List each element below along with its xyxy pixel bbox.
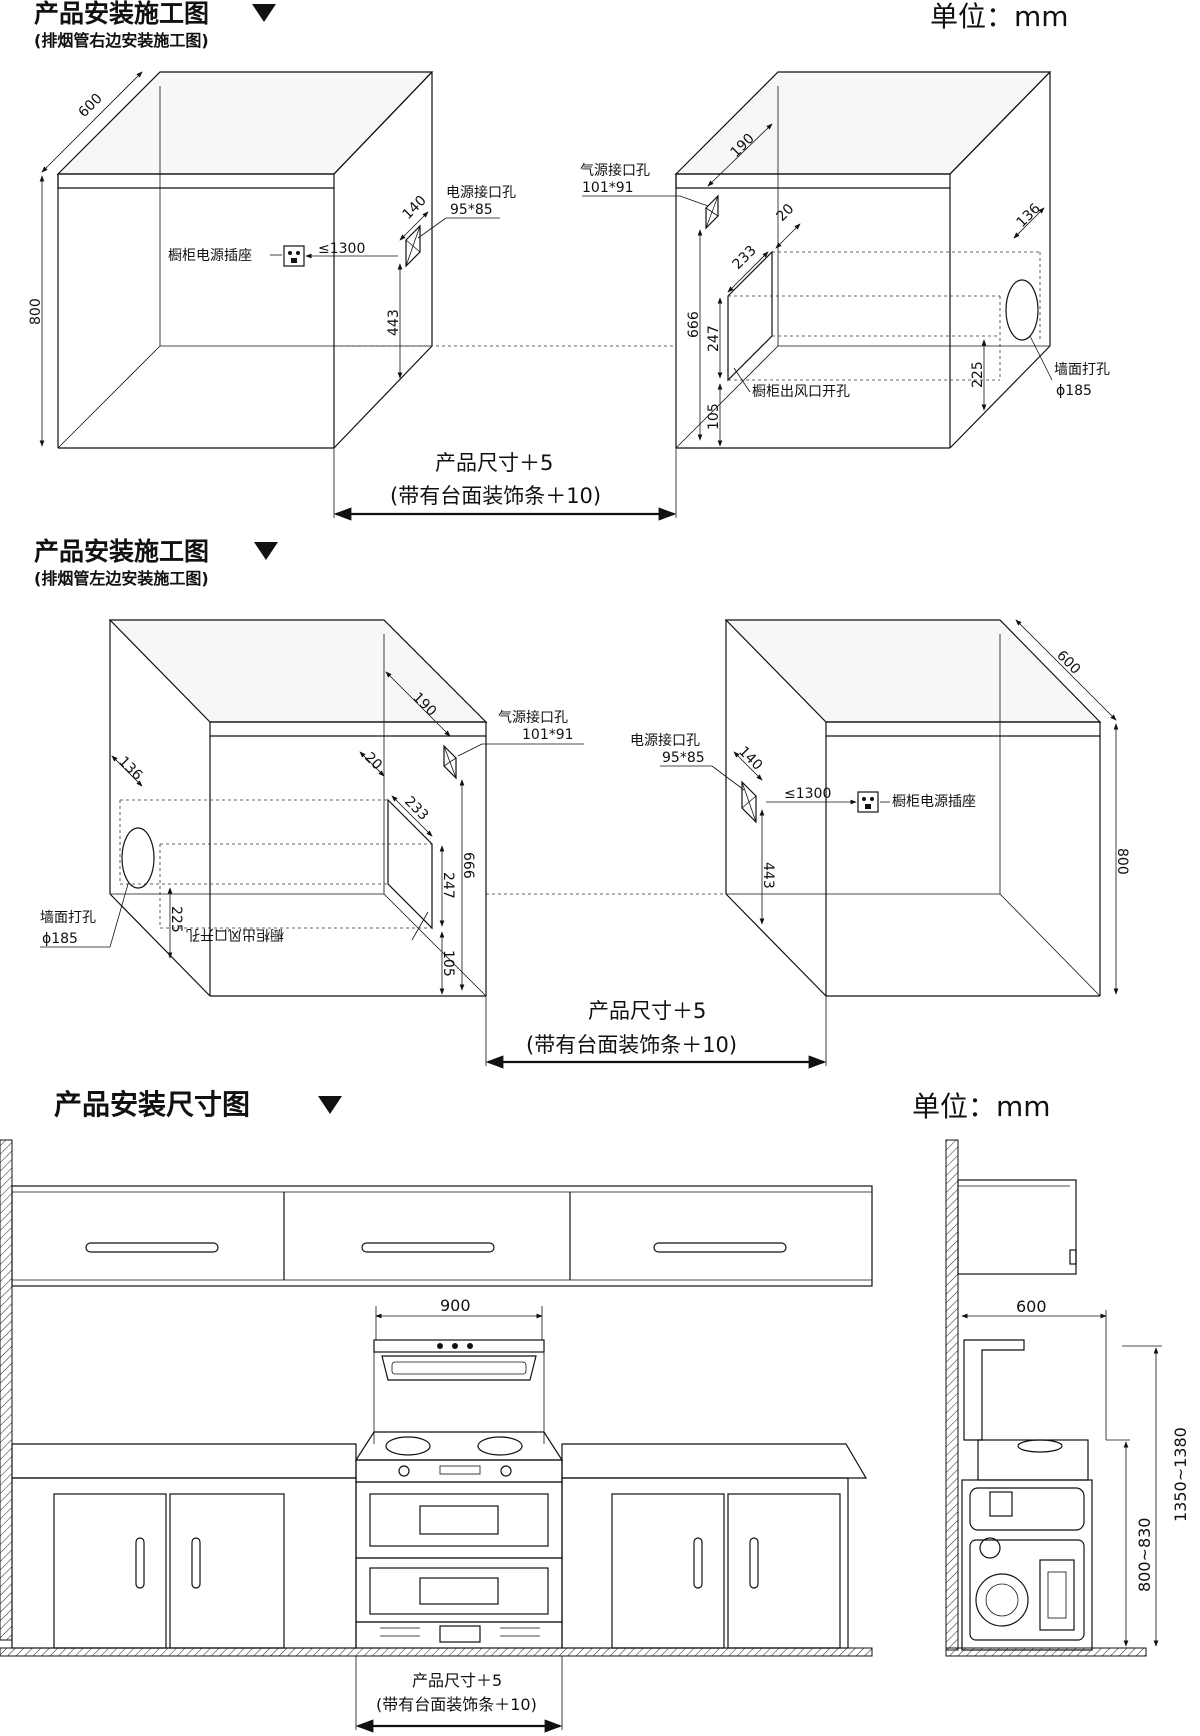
vent-label-2: 橱柜出风口开孔	[186, 926, 284, 942]
dim-height-800: 800	[28, 298, 44, 325]
dim-wall-136-1: 136	[1014, 201, 1044, 231]
gas-hole-size-2: 101*91	[522, 727, 574, 743]
power-hole-size-2: 95*85	[662, 750, 705, 766]
dim-power-140-1: 140	[400, 193, 430, 223]
section-install-dimensions: 产品安装尺寸图 单位：mm 900	[0, 1088, 1190, 1733]
side-height-total: 1350~1380	[1171, 1427, 1190, 1522]
section3-unit: 单位：mm	[912, 1090, 1051, 1123]
side-height-counter: 800~830	[1135, 1518, 1154, 1592]
dim-power-443-2: 443	[760, 862, 776, 889]
dim-socket-1300-2: ≤1300	[784, 786, 831, 802]
wall-hole-size-1: ϕ185	[1056, 383, 1092, 399]
dim-total-666-2: 666	[460, 852, 476, 879]
dim-power-443-1: 443	[386, 309, 402, 336]
width-label-2a: 产品尺寸＋5	[588, 999, 706, 1023]
dim-vent-233-2: 233	[401, 794, 431, 824]
width-label-2b: (带有台面装饰条＋10)	[526, 1033, 737, 1057]
dim-depth-600: 600	[76, 91, 106, 121]
wall-hole-1	[1005, 279, 1039, 341]
section2-subtitle: (排烟管左边安装施工图)	[34, 569, 209, 588]
dim-wall-136-2: 136	[115, 754, 145, 784]
vent-opening-2	[119, 798, 433, 930]
width-label-1b: (带有台面装饰条＋10)	[390, 484, 601, 508]
socket-label-1: 橱柜电源插座	[168, 248, 252, 264]
section-left-exhaust: 产品安装施工图 (排烟管左边安装施工图) 气源接口孔 101*91 190 66…	[34, 537, 1130, 1069]
right-cabinet-2	[724, 619, 1102, 997]
power-hole-label-1: 电源接口孔	[446, 184, 516, 201]
dim-vent-247-1: 247	[706, 325, 722, 352]
gas-hole-label-2: 气源接口孔	[498, 709, 568, 726]
section3-title: 产品安装尺寸图	[54, 1088, 250, 1121]
dim-vent-247-2: 247	[440, 872, 456, 899]
dim-power-140-2: 140	[735, 744, 765, 774]
triangle-down-icon	[318, 1096, 342, 1114]
side-depth-600: 600	[1016, 1297, 1047, 1316]
dim-total-666-1: 666	[686, 311, 702, 338]
dim-vent-20-1: 20	[774, 201, 798, 225]
dim-bottom-105-1: 105	[706, 403, 722, 430]
vent-label-1: 橱柜出风口开孔	[752, 384, 850, 400]
dim-wall-225-1: 225	[970, 361, 986, 388]
socket-label-2: 橱柜电源插座	[892, 794, 976, 810]
triangle-down-icon	[254, 542, 278, 560]
triangle-down-icon	[252, 4, 276, 22]
dim-socket-1300: ≤1300	[318, 241, 365, 257]
section1-title: 产品安装施工图	[34, 0, 209, 28]
socket-icon	[857, 791, 879, 813]
socket-icon	[283, 245, 305, 267]
left-cabinet-2	[108, 619, 488, 997]
width-label-3a: 产品尺寸＋5	[412, 1671, 502, 1690]
wall-hole-label-2: 墙面打孔	[40, 909, 96, 926]
front-view: 900	[0, 1139, 873, 1733]
front-width-900: 900	[440, 1296, 471, 1315]
dim-depth-600-2: 600	[1053, 648, 1083, 678]
section2-title: 产品安装施工图	[34, 537, 209, 566]
power-hole-label-2: 电源接口孔	[630, 732, 700, 749]
dim-bottom-105-2: 105	[440, 950, 456, 977]
power-hole-size-1: 95*85	[450, 202, 493, 218]
section1-unit: 单位：mm	[930, 0, 1069, 33]
width-label-3b: (带有台面装饰条＋10)	[376, 1695, 537, 1714]
vent-opening-1	[727, 250, 1041, 382]
dim-height-800-2: 800	[1114, 848, 1130, 875]
left-cabinet-1	[56, 71, 434, 449]
wall-hole-label-1: 墙面打孔	[1054, 361, 1110, 378]
dim-vent-20-2: 20	[361, 750, 385, 774]
section1-subtitle: (排烟管右边安装施工图)	[34, 31, 209, 50]
width-label-1a: 产品尺寸＋5	[435, 451, 553, 475]
side-view: 600 1350~1380 800~830	[945, 1139, 1190, 1657]
dim-wall-225-2: 225	[168, 906, 184, 933]
gas-hole-label-1: 气源接口孔	[580, 162, 650, 179]
wall-hole-size-2: ϕ185	[42, 931, 78, 947]
wall-hole-2	[121, 827, 155, 889]
section-right-exhaust: 产品安装施工图 (排烟管右边安装施工图) 单位：mm 600 800	[28, 0, 1110, 521]
gas-hole-size-1: 101*91	[582, 180, 634, 196]
